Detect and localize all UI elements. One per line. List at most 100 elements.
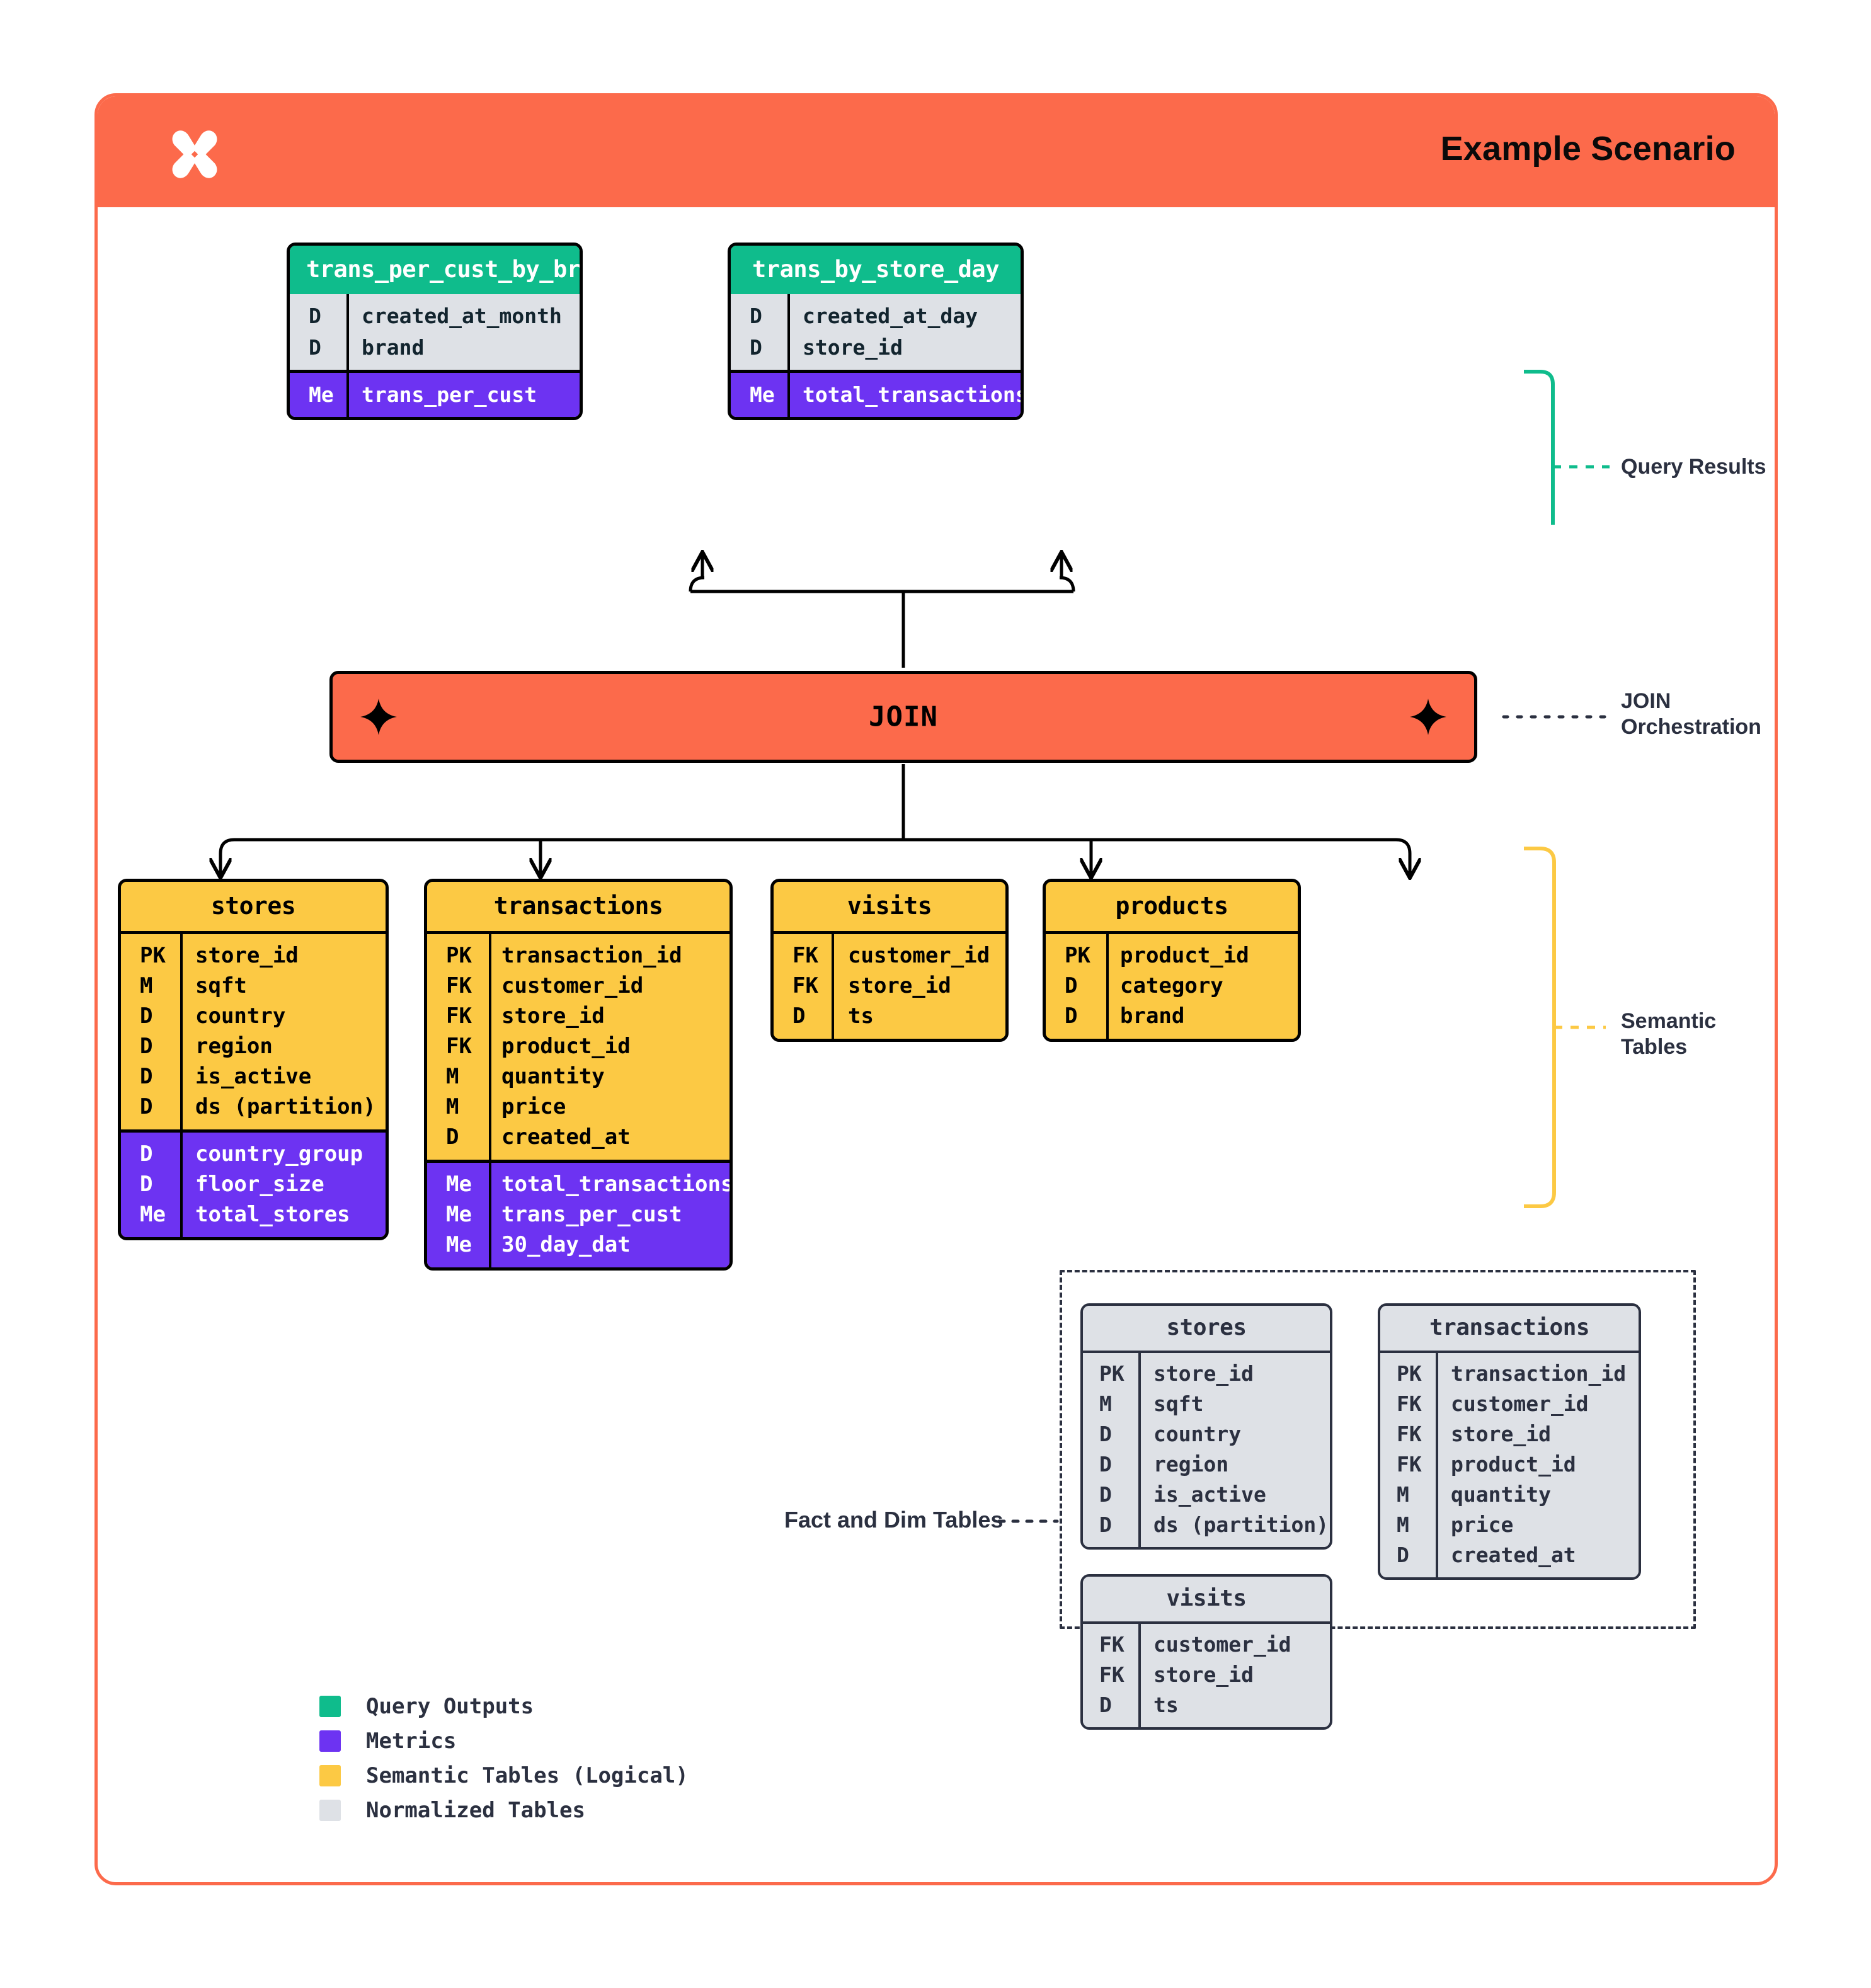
row-field: store_id [1451,1421,1551,1446]
row-field: product_id [1120,943,1249,968]
row-key: D [1099,1421,1112,1446]
legend-item: Semantic Tables (Logical) [319,1758,689,1793]
table-row: FK store_id [1380,1419,1639,1449]
row-key: Me [446,1202,472,1227]
row-key: FK [792,943,818,968]
row-field: total_stores [195,1202,350,1227]
annotation-semantic-tables: Semantic Tables [1621,1008,1716,1061]
table-header: stores [121,882,386,931]
row-field: trans_per_cust [362,382,537,407]
row-key: Me [140,1202,166,1227]
row-key: FK [792,973,818,998]
join-orchestration-bar[interactable]: JOIN [329,671,1477,763]
row-key: D [446,1124,459,1150]
legend-swatch-metrics [319,1730,341,1752]
table-header: visits [1083,1577,1330,1621]
row-field: price [1451,1512,1514,1537]
row-field: is_active [195,1064,312,1089]
row-field: is_active [1153,1482,1266,1507]
row-field: trans_per_cust [501,1202,682,1227]
row-key: D [1099,1451,1112,1477]
metric-section: Me total_transactions Me trans_per_cust Me… [427,1160,730,1267]
row-field: country [195,1003,286,1029]
row-field: store_id [848,973,951,998]
row-key: PK [1099,1361,1124,1386]
row-key: FK [1397,1451,1422,1477]
row-key: D [1099,1512,1112,1537]
row-key: Me [446,1232,472,1257]
diagram-card: Example Scenario [94,93,1778,1885]
row-field: country [1153,1421,1242,1446]
row-key: M [140,973,153,998]
row-field: 30_day_dat [501,1232,631,1257]
row-key: FK [446,1003,472,1029]
row-field: total_transactions [501,1172,730,1197]
row-key: FK [1397,1421,1422,1446]
table-row: FK store_id [774,971,1005,1001]
row-key: D [140,1064,153,1089]
row-key: FK [1099,1631,1124,1657]
row-key: D [1065,973,1078,998]
legend-swatch-query-outputs [319,1695,341,1717]
row-field: region [195,1034,273,1059]
row-field: category [1120,973,1223,998]
legend-label: Semantic Tables (Logical) [366,1762,689,1788]
fact-dim-group [1060,1270,1696,1629]
row-field: created_at_month [362,303,562,328]
row-field: ts [1153,1692,1179,1717]
row-field: store_id [1153,1662,1254,1687]
row-key: Me [446,1172,472,1197]
row-field: created_at [501,1124,631,1150]
row-field: customer_id [848,943,990,968]
title-bar: Example Scenario [98,96,1775,207]
page-title: Example Scenario [1440,130,1736,168]
row-key: FK [446,1034,472,1059]
table-header: trans_per_cust_by_brand_month [290,246,580,294]
query-result-table-trans-per-cust-by-brand-month[interactable]: trans_per_cust_by_brand_month D created_… [287,243,583,420]
row-key: M [1397,1482,1409,1507]
annotation-line-2: Orchestration [1621,715,1761,740]
query-result-table-trans-by-store-day[interactable]: trans_by_store_day D created_at_day D st… [728,243,1024,420]
x-logo-icon [172,130,217,178]
legend-label: Query Outputs [366,1693,534,1719]
row-field: total_transactions [803,382,1021,407]
row-key: D [309,303,321,328]
row-field: quantity [1451,1482,1551,1507]
row-field: region [1153,1451,1229,1477]
annotation-query-results: Query Results [1621,455,1766,479]
row-key: FK [446,973,472,998]
sparkle-icon [360,699,397,735]
row-field: ts [848,1003,874,1029]
row-key: D [750,303,762,328]
table-header: transactions [427,882,730,931]
row-key: M [446,1064,459,1089]
legend: Query Outputs Metrics Semantic Tables (L… [319,1689,689,1827]
